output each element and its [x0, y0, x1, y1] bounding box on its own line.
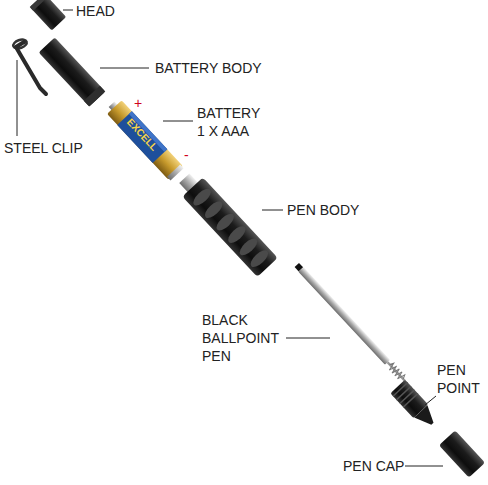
- leader-line: [425, 396, 436, 405]
- refill-part: [294, 262, 408, 384]
- brand-text: EXCELL: [118, 110, 167, 160]
- leader-line: [262, 210, 283, 211]
- leader-line: [405, 466, 443, 467]
- leader-line: [17, 60, 18, 136]
- battery-body-part: [39, 37, 106, 106]
- pen-body-part: [174, 169, 278, 277]
- leader-line: [286, 338, 330, 339]
- part-label: PEN POINT: [437, 361, 487, 397]
- leader-lines: [17, 10, 443, 466]
- part-label: BATTERY 1 X AAA: [197, 104, 267, 140]
- part-label: BATTERY BODY: [155, 59, 262, 77]
- part-label: HEAD: [76, 2, 115, 20]
- head-part: [30, 0, 66, 31]
- part-label: STEEL CLIP: [4, 139, 83, 157]
- polarity-mark: -: [184, 146, 189, 164]
- battery-part: [104, 97, 184, 181]
- polarity-mark: +: [134, 94, 142, 112]
- pen-cap-part: [439, 430, 485, 477]
- pen-point-part: [390, 380, 439, 431]
- part-label: BLACK BALLPOINT PEN: [202, 311, 282, 365]
- part-label: PEN CAP: [343, 457, 404, 475]
- part-label: PEN BODY: [287, 201, 359, 219]
- leader-line: [63, 10, 73, 11]
- leader-line: [163, 121, 193, 122]
- leader-line: [100, 68, 149, 69]
